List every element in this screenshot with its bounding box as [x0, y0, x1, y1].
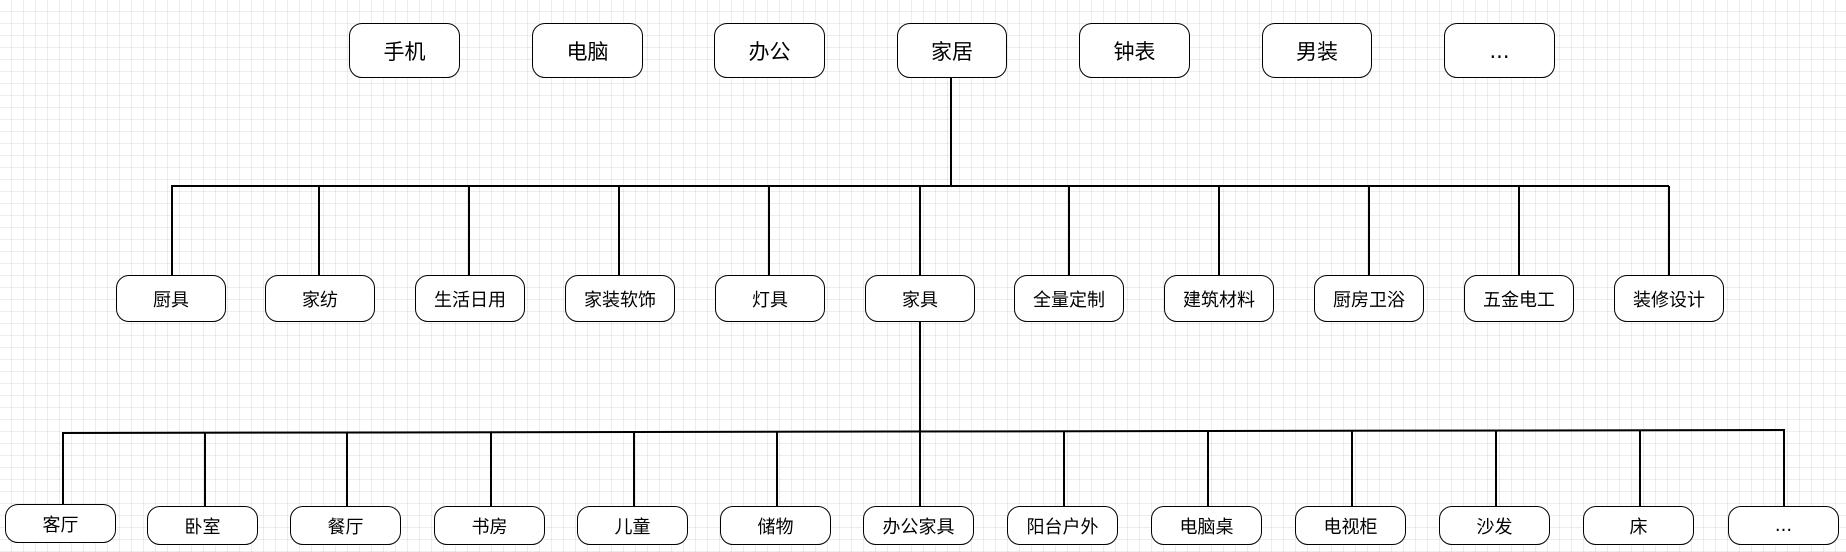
connector-furniture-bus: [61, 429, 1786, 434]
home-node-kitchen-bath[interactable]: 厨房卫浴: [1314, 275, 1424, 322]
furniture-node-tv-cabinet[interactable]: 电视柜: [1295, 506, 1406, 545]
home-node-custom[interactable]: 全量定制: [1014, 275, 1124, 322]
furniture-node-computer-desk[interactable]: 电脑桌: [1151, 506, 1262, 545]
furniture-node-sofa[interactable]: 沙发: [1439, 506, 1550, 545]
furniture-node-storage[interactable]: 储物: [720, 506, 831, 545]
furniture-node-living-room[interactable]: 客厅: [5, 504, 116, 543]
furniture-node-more[interactable]: ...: [1728, 506, 1839, 545]
category-node-more[interactable]: ...: [1444, 23, 1555, 78]
home-node-hardware-electrical[interactable]: 五金电工: [1464, 275, 1574, 322]
home-node-renovation-design[interactable]: 装修设计: [1614, 275, 1724, 322]
category-node-office[interactable]: 办公: [714, 23, 825, 78]
home-node-building-materials[interactable]: 建筑材料: [1164, 275, 1274, 322]
furniture-node-office-furniture[interactable]: 办公家具: [863, 506, 974, 545]
furniture-node-balcony-outdoor[interactable]: 阳台户外: [1007, 506, 1118, 545]
category-node-phones[interactable]: 手机: [349, 23, 460, 78]
furniture-node-bedroom[interactable]: 卧室: [147, 506, 258, 545]
home-node-kitchenware[interactable]: 厨具: [116, 275, 226, 322]
home-node-daily-goods[interactable]: 生活日用: [415, 275, 525, 322]
home-node-textiles[interactable]: 家纺: [265, 275, 375, 322]
home-node-furniture[interactable]: 家具: [865, 275, 975, 322]
category-node-watches[interactable]: 钟表: [1079, 23, 1190, 78]
furniture-node-study[interactable]: 书房: [434, 506, 545, 545]
furniture-node-dining-room[interactable]: 餐厅: [290, 506, 401, 545]
category-node-home[interactable]: 家居: [897, 23, 1007, 78]
category-node-menswear[interactable]: 男装: [1262, 23, 1372, 78]
home-node-soft-decor[interactable]: 家装软饰: [565, 275, 675, 322]
furniture-node-kids[interactable]: 儿童: [577, 506, 688, 545]
furniture-node-bed[interactable]: 床: [1583, 506, 1694, 545]
category-node-computers[interactable]: 电脑: [532, 23, 643, 78]
home-node-lighting[interactable]: 灯具: [715, 275, 825, 322]
